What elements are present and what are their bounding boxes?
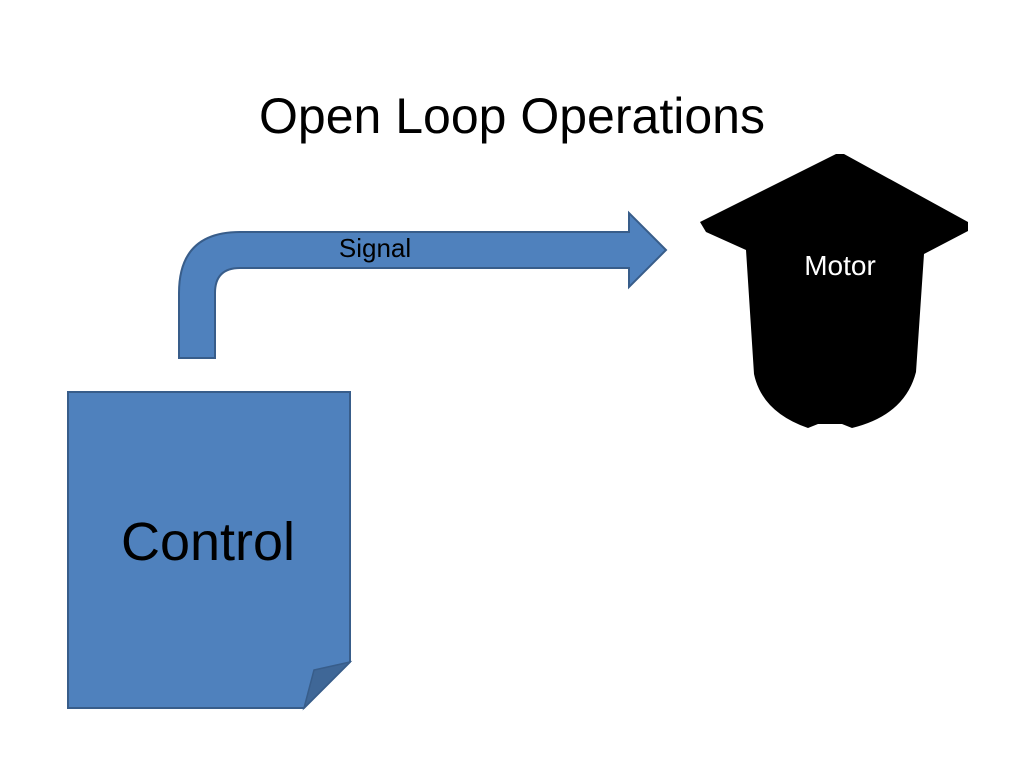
signal-arrow — [178, 210, 668, 359]
signal-label: Signal — [338, 233, 412, 263]
slide-title: Open Loop Operations — [259, 88, 765, 144]
motor-label: Motor — [804, 250, 876, 281]
motor-shape — [700, 154, 968, 428]
control-box-fold — [302, 660, 353, 711]
control-label: Control — [120, 512, 296, 572]
